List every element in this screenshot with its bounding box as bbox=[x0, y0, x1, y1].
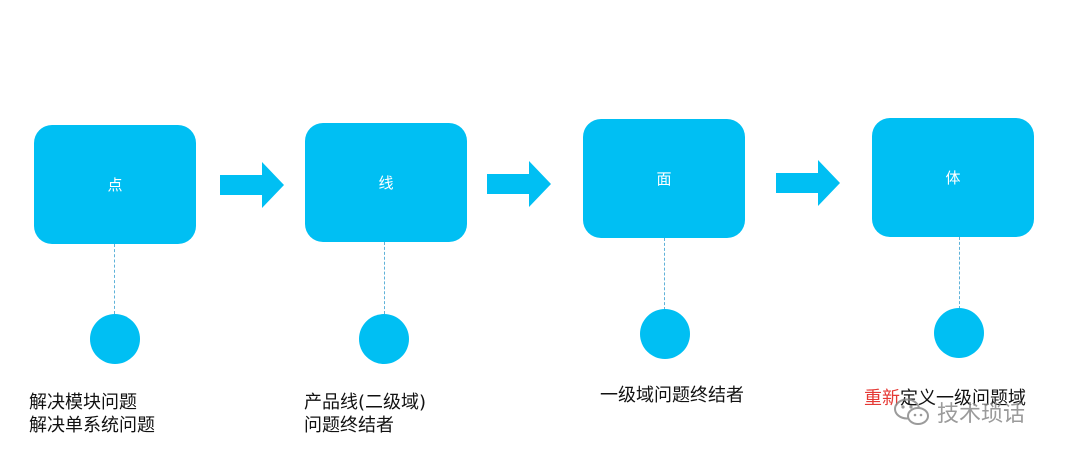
stage-caption-surface: 一级域问题终结者 bbox=[600, 384, 744, 407]
caption-highlight: 重新 bbox=[864, 388, 900, 409]
stage-title: 体 bbox=[945, 169, 961, 187]
caption-line: 产品线(二级域) bbox=[304, 392, 427, 413]
stage-box-line: 线 bbox=[305, 123, 467, 242]
stage-caption-point: 解决模块问题 解决单系统问题 bbox=[29, 391, 155, 437]
stage-dot bbox=[359, 314, 409, 364]
arrow-right-icon bbox=[776, 160, 840, 206]
connector-line bbox=[114, 244, 115, 314]
caption-line: 解决单系统问题 bbox=[29, 415, 155, 436]
arrow-right-icon bbox=[220, 162, 284, 208]
caption-line: 问题终结者 bbox=[304, 415, 394, 436]
caption-line: 一级域问题终结者 bbox=[600, 385, 744, 406]
stage-title: 面 bbox=[656, 170, 672, 188]
connector-line bbox=[664, 238, 665, 310]
stage-caption-volume: 重新定义一级问题域 bbox=[864, 387, 1026, 410]
connector-line bbox=[959, 237, 960, 309]
stage-title: 线 bbox=[378, 174, 394, 192]
arrow-right-icon bbox=[487, 161, 551, 207]
caption-rest: 定义一级问题域 bbox=[900, 388, 1026, 409]
connector-line bbox=[384, 242, 385, 314]
wechat-icon bbox=[894, 398, 929, 425]
stage-caption-line: 产品线(二级域) 问题终结者 bbox=[304, 391, 426, 437]
watermark-text: 技术琐话 bbox=[937, 402, 1026, 427]
caption-line: 解决模块问题 bbox=[29, 392, 137, 413]
stage-dot bbox=[934, 308, 984, 358]
watermark: 技术琐话 bbox=[893, 396, 1025, 428]
stage-dot bbox=[90, 314, 140, 364]
stage-box-volume: 体 bbox=[872, 118, 1034, 237]
stage-title: 点 bbox=[107, 176, 123, 194]
stage-box-point: 点 bbox=[34, 125, 196, 244]
stage-dot bbox=[640, 309, 690, 359]
stage-box-surface: 面 bbox=[583, 119, 745, 238]
